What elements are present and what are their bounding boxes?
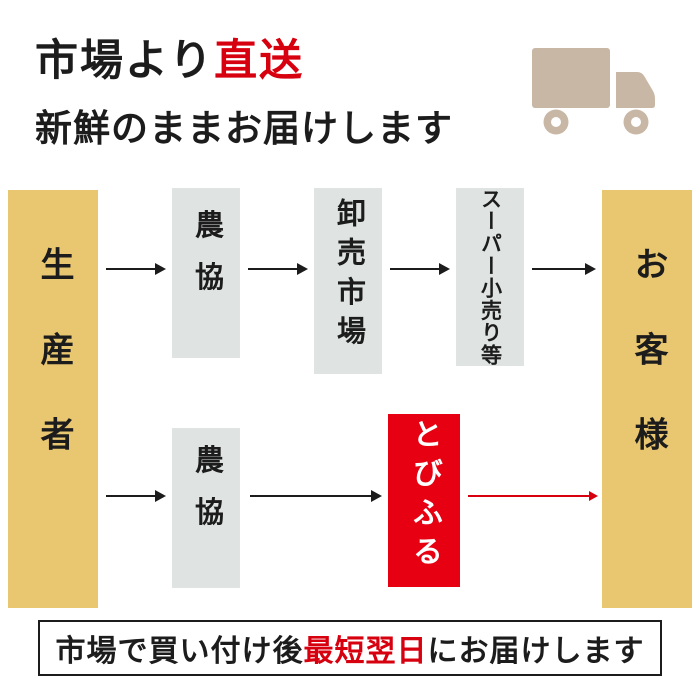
supermarket-retail-label: スーパー小売り等 xyxy=(478,187,503,367)
wholesale-market-label: 卸売市場 xyxy=(332,197,365,355)
producer-box: 生産者 xyxy=(8,190,98,608)
coop-top-label: 農協 xyxy=(190,209,223,314)
arrow-coop-to-wholesale-icon xyxy=(248,263,308,275)
footer-suffix: にお届けします xyxy=(427,635,645,668)
customer-box: お客様 xyxy=(602,190,692,608)
coop-box-top: 農協 xyxy=(172,188,240,358)
page-title: 市場より直送 xyxy=(35,26,304,88)
customer-label: お客様 xyxy=(629,246,666,501)
wholesale-market-box: 卸売市場 xyxy=(314,188,382,374)
footer-accent: 最短翌日 xyxy=(303,635,428,668)
arrow-tobifuru-to-customer-icon xyxy=(468,491,598,501)
delivery-truck-icon xyxy=(532,48,655,135)
supermarket-retail-box: スーパー小売り等 xyxy=(456,188,524,366)
tobifuru-box: とびふる xyxy=(388,414,460,587)
coop-bottom-label: 農協 xyxy=(190,444,223,549)
page-subtitle: 新鮮のままお届けします xyxy=(35,109,453,150)
title-accent: 直送 xyxy=(214,38,305,85)
title-prefix: 市場より xyxy=(35,38,215,85)
footer-notice: 市場で買い付け後最短翌日にお届けします xyxy=(38,620,662,676)
footer-prefix: 市場で買い付け後 xyxy=(55,635,304,668)
tobifuru-label: とびふる xyxy=(408,418,441,574)
arrow-producer-to-coop-bottom-icon xyxy=(106,490,166,502)
producer-label: 生産者 xyxy=(35,246,72,501)
arrow-wholesale-to-retail-icon xyxy=(390,263,450,275)
arrow-retail-to-customer-icon xyxy=(532,263,596,275)
coop-box-bottom: 農協 xyxy=(172,428,240,588)
arrow-coop-to-tobifuru-icon xyxy=(250,490,382,502)
arrow-producer-to-coop-top-icon xyxy=(106,263,166,275)
